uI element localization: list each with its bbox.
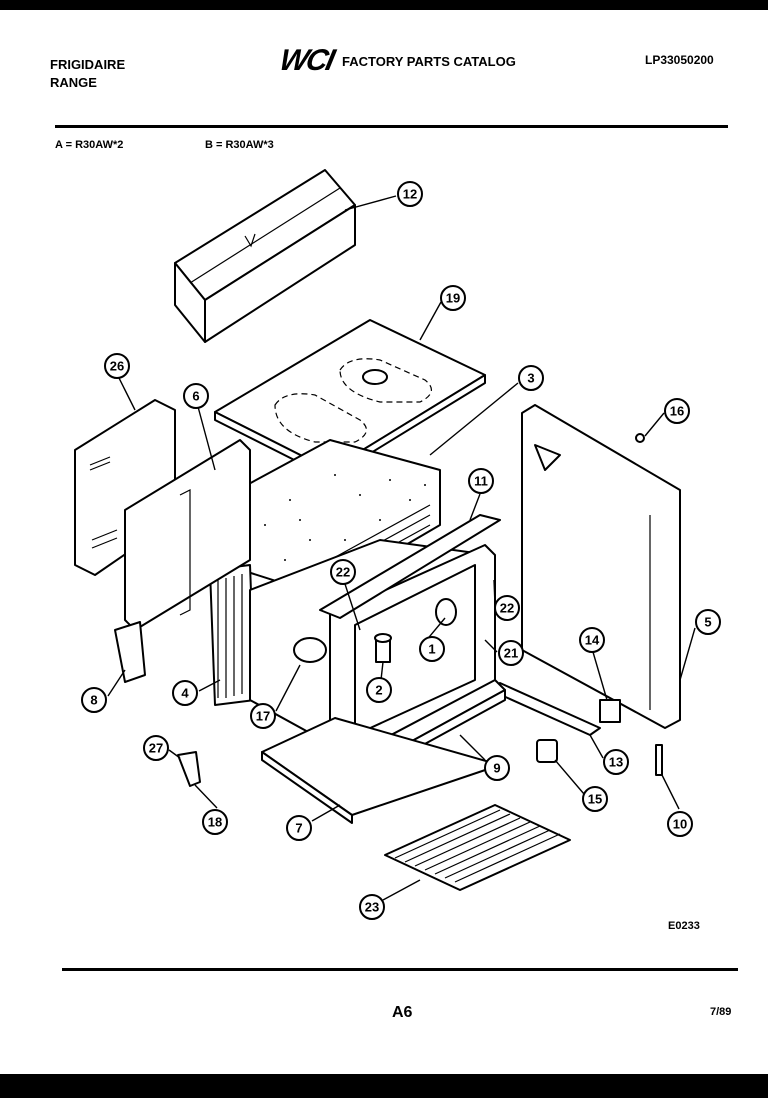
callout-6: 6	[183, 383, 209, 409]
callout-26: 26	[104, 353, 130, 379]
callout-21: 21	[498, 640, 524, 666]
callout-label: 17	[256, 709, 270, 724]
callout-5: 5	[695, 609, 721, 635]
callout-label: 7	[295, 821, 302, 836]
callout-label: 2	[375, 683, 382, 698]
callout-label: 11	[474, 474, 488, 489]
callout-label: 10	[673, 817, 687, 832]
callout-label: 23	[365, 900, 379, 915]
callout-18: 18	[202, 809, 228, 835]
top-scan-bar	[0, 0, 768, 10]
callout-label: 8	[90, 693, 97, 708]
callout-label: 12	[403, 187, 417, 202]
callout-19: 19	[440, 285, 466, 311]
brand-name: FRIGIDAIRE	[50, 57, 126, 72]
leader-lines	[107, 195, 696, 901]
callout-label: 16	[670, 404, 684, 419]
callout-3: 3	[518, 365, 544, 391]
callout-10: 10	[667, 811, 693, 837]
part-12-trim-channel	[174, 169, 356, 343]
callout-label: 1	[428, 642, 435, 657]
part-27-clip	[177, 751, 201, 787]
callout-22: 22	[330, 559, 356, 585]
part-13-rail	[489, 682, 601, 736]
callout-16: 16	[664, 398, 690, 424]
part-15-switch	[536, 739, 558, 763]
callout-1: 1	[419, 636, 445, 662]
product-name: RANGE	[50, 75, 97, 90]
part-16-bushing	[635, 433, 645, 443]
callout-label: 13	[609, 755, 623, 770]
callout-label: 26	[110, 359, 124, 374]
header-rule	[55, 125, 728, 128]
callout-label: 9	[493, 761, 500, 776]
part-6-oven-side	[124, 439, 251, 631]
callout-2: 2	[366, 677, 392, 703]
callout-label: 18	[208, 815, 222, 830]
model-b-label: B = R30AW*3	[205, 139, 274, 151]
catalog-title: FACTORY PARTS CATALOG	[342, 54, 516, 69]
callout-14: 14	[579, 627, 605, 653]
callout-22: 22	[494, 595, 520, 621]
callout-label: 3	[527, 371, 534, 386]
part-7-bottom-panel	[261, 717, 501, 824]
callout-23: 23	[359, 894, 385, 920]
model-number: LP33050200	[645, 53, 714, 67]
page-number: A6	[392, 1004, 413, 1021]
callout-11: 11	[468, 468, 494, 494]
part-10-screw	[655, 744, 663, 776]
callout-label: 22	[500, 601, 514, 616]
callout-label: 22	[336, 565, 350, 580]
callout-27: 27	[143, 735, 169, 761]
callout-label: 4	[181, 686, 189, 701]
callout-label: 5	[704, 615, 711, 630]
part-11-bar	[319, 514, 501, 619]
callout-label: 14	[585, 633, 600, 648]
callout-4: 4	[172, 680, 198, 706]
callout-label: 27	[149, 741, 163, 756]
callout-17: 17	[250, 703, 276, 729]
part-2-knob	[374, 633, 392, 663]
figure-code: E0233	[668, 920, 700, 932]
callout-15: 15	[582, 786, 608, 812]
part-5-right-side-panel	[521, 404, 681, 729]
callout-13: 13	[603, 749, 629, 775]
bottom-scan-bar	[0, 1074, 768, 1098]
callout-9: 9	[484, 755, 510, 781]
callout-label: 15	[588, 792, 602, 807]
model-a-label: A = R30AW*2	[55, 139, 124, 151]
callout-label: 19	[446, 291, 460, 306]
callout-12: 12	[397, 181, 423, 207]
part-8-bracket	[114, 621, 146, 683]
part-23-oven-rack	[384, 804, 571, 891]
callout-label: 21	[504, 646, 518, 661]
footer-rule	[62, 968, 738, 971]
callout-8: 8	[81, 687, 107, 713]
callout-label: 6	[192, 389, 199, 404]
revision-date: 7/89	[710, 1006, 732, 1018]
callout-7: 7	[286, 815, 312, 841]
part-14-block	[599, 699, 621, 723]
